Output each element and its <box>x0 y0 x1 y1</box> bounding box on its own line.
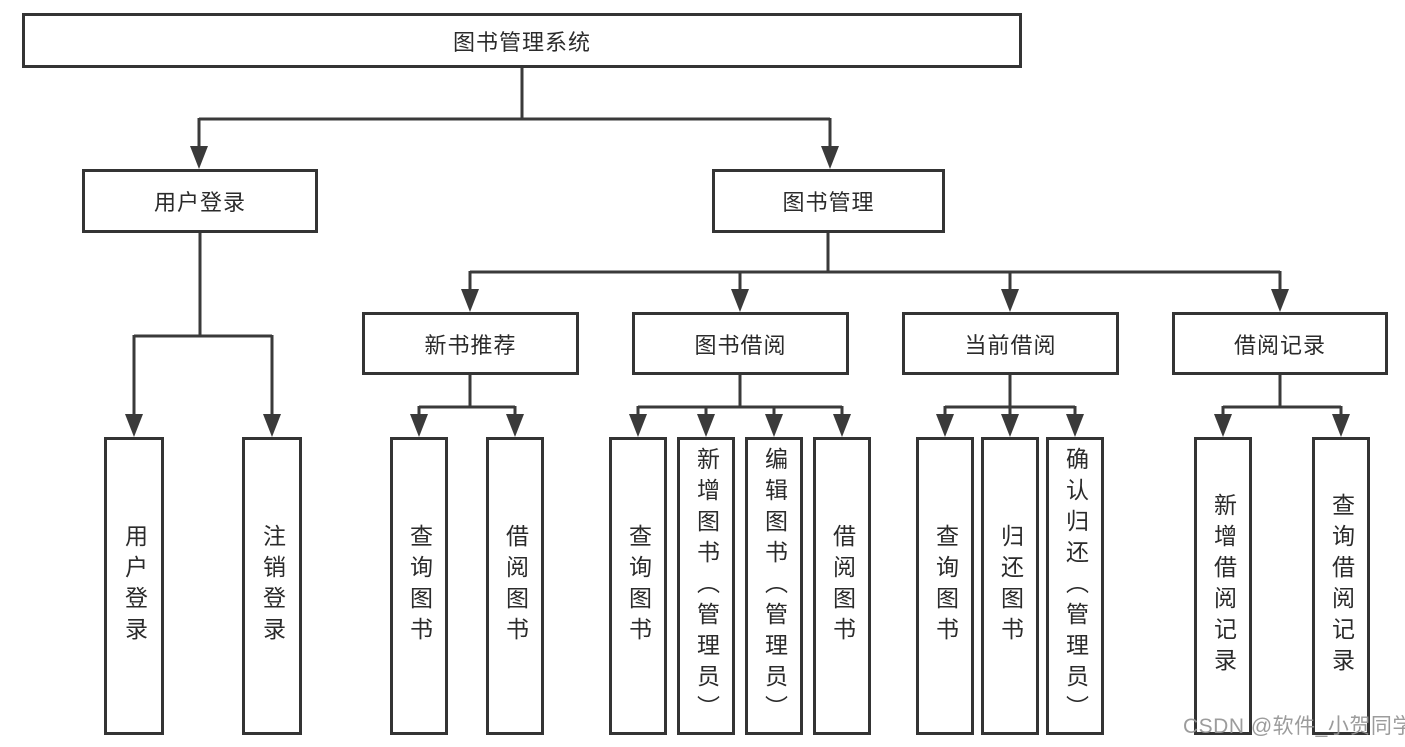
leaf-edit-book-admin: 编辑图书（管理员） <box>745 437 803 735</box>
leaf-return-book: 归还图书 <box>981 437 1039 735</box>
leaf-borrow-books-2: 借阅图书 <box>813 437 871 735</box>
leaf-query-borrow-record: 查询借阅记录 <box>1312 437 1370 735</box>
leaf-logout-label: 注销登录 <box>259 524 286 648</box>
leaf-borrow-books-recommend-label: 借阅图书 <box>502 524 529 648</box>
node-user-login: 用户登录 <box>82 169 318 233</box>
watermark: CSDN @软件_小贺同学 <box>1183 715 1405 738</box>
node-library-management-system: 图书管理系统 <box>22 13 1022 68</box>
leaf-query-books-borrow-label: 查询图书 <box>625 524 652 648</box>
leaf-user-login-label: 用户登录 <box>121 524 148 648</box>
leaf-query-borrow-record-label: 查询借阅记录 <box>1328 493 1355 679</box>
leaf-edit-book-admin-label: 编辑图书（管理员） <box>761 446 788 726</box>
node-book-borrow-label: 图书借阅 <box>694 332 787 358</box>
node-current-borrow-label: 当前借阅 <box>964 332 1057 358</box>
leaf-logout: 注销登录 <box>242 437 302 735</box>
leaf-query-books-borrow: 查询图书 <box>609 437 667 735</box>
leaf-return-book-label: 归还图书 <box>997 524 1024 648</box>
leaf-borrow-books-2-label: 借阅图书 <box>829 524 856 648</box>
leaf-query-books-recommend: 查询图书 <box>390 437 448 735</box>
node-new-book-recommend: 新书推荐 <box>362 312 579 375</box>
node-new-book-recommend-label: 新书推荐 <box>424 332 517 358</box>
leaf-add-book-admin: 新增图书（管理员） <box>677 437 735 735</box>
leaf-add-borrow-record: 新增借阅记录 <box>1194 437 1252 735</box>
leaf-add-book-admin-label: 新增图书（管理员） <box>693 446 720 726</box>
node-borrow-records-label: 借阅记录 <box>1233 332 1326 358</box>
node-library-management-system-label: 图书管理系统 <box>452 29 591 55</box>
leaf-user-login: 用户登录 <box>104 437 164 735</box>
leaf-add-borrow-record-label: 新增借阅记录 <box>1210 493 1237 679</box>
node-borrow-records: 借阅记录 <box>1172 312 1388 375</box>
leaf-confirm-return-admin: 确认归还（管理员） <box>1046 437 1104 735</box>
leaf-borrow-books-recommend: 借阅图书 <box>486 437 544 735</box>
node-current-borrow: 当前借阅 <box>902 312 1119 375</box>
node-book-borrow: 图书借阅 <box>632 312 849 375</box>
node-user-login-label: 用户登录 <box>153 190 246 215</box>
node-book-management: 图书管理 <box>712 169 945 233</box>
node-book-management-label: 图书管理 <box>782 190 875 215</box>
leaf-query-books-recommend-label: 查询图书 <box>406 524 433 648</box>
leaf-query-books-current: 查询图书 <box>916 437 974 735</box>
leaf-query-books-current-label: 查询图书 <box>932 524 959 648</box>
leaf-confirm-return-admin-label: 确认归还（管理员） <box>1062 446 1089 726</box>
